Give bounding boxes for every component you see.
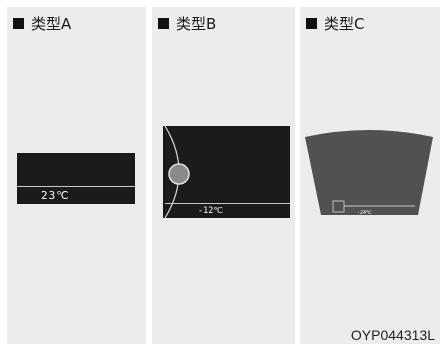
panel-title: 类型A (13, 13, 71, 34)
panel-title: 类型C (306, 13, 364, 34)
temperature-readout: -12℃ (198, 206, 223, 216)
display-type-b: -12℃ (163, 126, 290, 218)
display-type-c (305, 130, 433, 215)
display-divider (165, 203, 290, 204)
display-divider (17, 186, 135, 187)
panel-type-c: 类型C -24℃ (300, 7, 440, 344)
display-type-a: 23℃ (17, 153, 135, 204)
panel-title-label: 类型A (31, 15, 72, 33)
panel-title-label: 类型C (324, 15, 365, 33)
temperature-readout: 23℃ (41, 189, 70, 202)
square-bullet-icon (13, 18, 24, 29)
panel-title: 类型B (158, 13, 216, 34)
panel-type-b: 类型B -12℃ (152, 7, 295, 344)
temperature-readout: -24℃ (357, 210, 372, 216)
square-bullet-icon (158, 18, 169, 29)
panel-type-a: 类型A 23℃ (7, 7, 146, 344)
square-bullet-icon (306, 18, 317, 29)
figure-code: OYP044313L (350, 327, 435, 343)
gauge-arc-graphic (164, 126, 190, 218)
panel-title-label: 类型B (176, 15, 217, 33)
